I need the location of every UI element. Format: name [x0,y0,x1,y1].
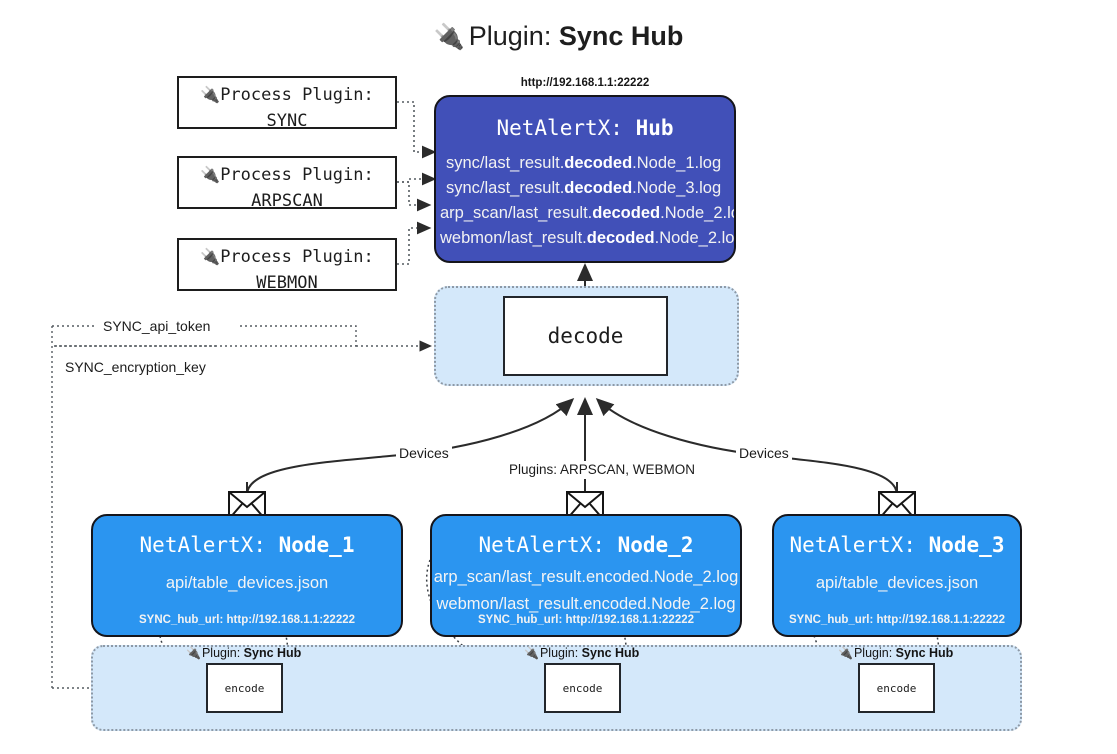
node-title-name: Node_2 [617,533,694,557]
plug-icon: 🔌 [200,85,221,104]
hub-log-list: sync/last_result.decoded.Node_1.log sync… [436,151,734,251]
node-footer: SYNC_hub_url: http://192.168.1.1:22222 [138,614,356,626]
node-1[interactable]: NetAlertX: Node_1 api/table_devices.json… [91,514,403,637]
encoder-caption-prefix: Plugin: [853,646,896,660]
process-plugin-sync[interactable]: 🔌Process Plugin: SYNC [177,76,397,131]
hub-node[interactable]: NetAlertX: Hub sync/last_result.decoded.… [434,95,736,263]
node-title-name: Node_3 [928,533,1005,557]
encoder-caption-3: 🔌Plugin: Sync Hub [838,645,953,661]
hub-log-item: sync/last_result.decoded.Node_1.log [446,154,722,172]
node-2[interactable]: NetAlertX: Node_2 arp_scan/last_result.e… [430,514,742,637]
process-plugin-arpscan[interactable]: 🔌Process Plugin: ARPSCAN [177,156,397,211]
hub-log-item: arp_scan/last_result.decoded.Node_2.log [440,204,734,222]
node-title-prefix: NetAlertX: [789,533,929,557]
hub-log-item: sync/last_result.decoded.Node_3.log [446,179,722,197]
node-footer: SYNC_hub_url: http://192.168.1.1:22222 [477,614,695,626]
node-title-prefix: NetAlertX: [478,533,618,557]
node-title-name: Node_1 [278,533,355,557]
plug-icon: 🔌 [433,23,465,51]
hub-url-label: http://192.168.1.1:22222 [520,77,650,89]
page-title-name: Sync Hub [558,21,684,51]
hub-title-name: Hub [635,116,674,140]
node-line-item: arp_scan/last_result.encoded.Node_2.log [433,568,739,586]
node-3[interactable]: NetAlertX: Node_3 api/table_devices.json… [772,514,1022,637]
encoder-caption-prefix: Plugin: [539,646,582,660]
decode-box[interactable]: decode [503,296,668,376]
node-title-prefix: NetAlertX: [139,533,279,557]
plug-icon: 🔌 [200,165,221,184]
edge-label-devices-right: Devices [736,444,792,462]
process-plugin-label: Process Plugin: [220,247,374,267]
hub-title-prefix: NetAlertX: [496,116,636,140]
node-footer: SYNC_hub_url: http://192.168.1.1:22222 [788,614,1006,626]
plug-icon: 🔌 [524,646,539,660]
encoder-caption-prefix: Plugin: [201,646,244,660]
hub-title: NetAlertX: Hub [436,113,734,143]
node-title: NetAlertX: Node_1 [93,530,401,560]
process-plugin-label: Process Plugin: [220,165,374,185]
plug-icon: 🔌 [838,646,853,660]
node-line-list: arp_scan/last_result.encoded.Node_2.log … [432,564,740,618]
encode-box-3[interactable]: encode [858,663,935,713]
encoder-caption-name: Sync Hub [243,646,302,660]
encoder-caption-2: 🔌Plugin: Sync Hub [524,645,639,661]
process-plugin-webmon[interactable]: 🔌Process Plugin: WEBMON [177,238,397,293]
encoder-caption-1: 🔌Plugin: Sync Hub [186,645,301,661]
edge-label-devices-left: Devices [396,444,452,462]
node-line-list: api/table_devices.json [774,570,1020,597]
plug-icon: 🔌 [200,247,221,266]
node-line-item: api/table_devices.json [165,574,329,592]
plug-icon: 🔌 [186,646,201,660]
node-line-item: api/table_devices.json [815,574,979,592]
process-plugin-name: ARPSCAN [251,191,323,211]
page-title: 🔌Plugin: Sync Hub [0,16,1117,57]
encoder-caption-name: Sync Hub [581,646,640,660]
encoder-caption-name: Sync Hub [895,646,954,660]
process-plugin-name: SYNC [266,111,308,131]
encode-box-1[interactable]: encode [206,663,283,713]
edge-label-api-token: SYNC_api_token [100,317,214,335]
edge-label-plugins-center: Plugins: ARPSCAN, WEBMON [506,461,699,479]
node-line-list: api/table_devices.json [93,570,401,597]
node-line-item: webmon/last_result.encoded.Node_2.log [436,595,736,613]
page-title-prefix: Plugin: [468,21,559,51]
process-plugin-name: WEBMON [256,273,318,293]
node-title: NetAlertX: Node_3 [774,530,1020,560]
encode-box-2[interactable]: encode [544,663,621,713]
node-title: NetAlertX: Node_2 [432,530,740,560]
edge-label-encryption-key: SYNC_encryption_key [62,358,209,376]
process-plugin-label: Process Plugin: [220,85,374,105]
hub-log-item: webmon/last_result.decoded.Node_2.log [440,229,736,247]
